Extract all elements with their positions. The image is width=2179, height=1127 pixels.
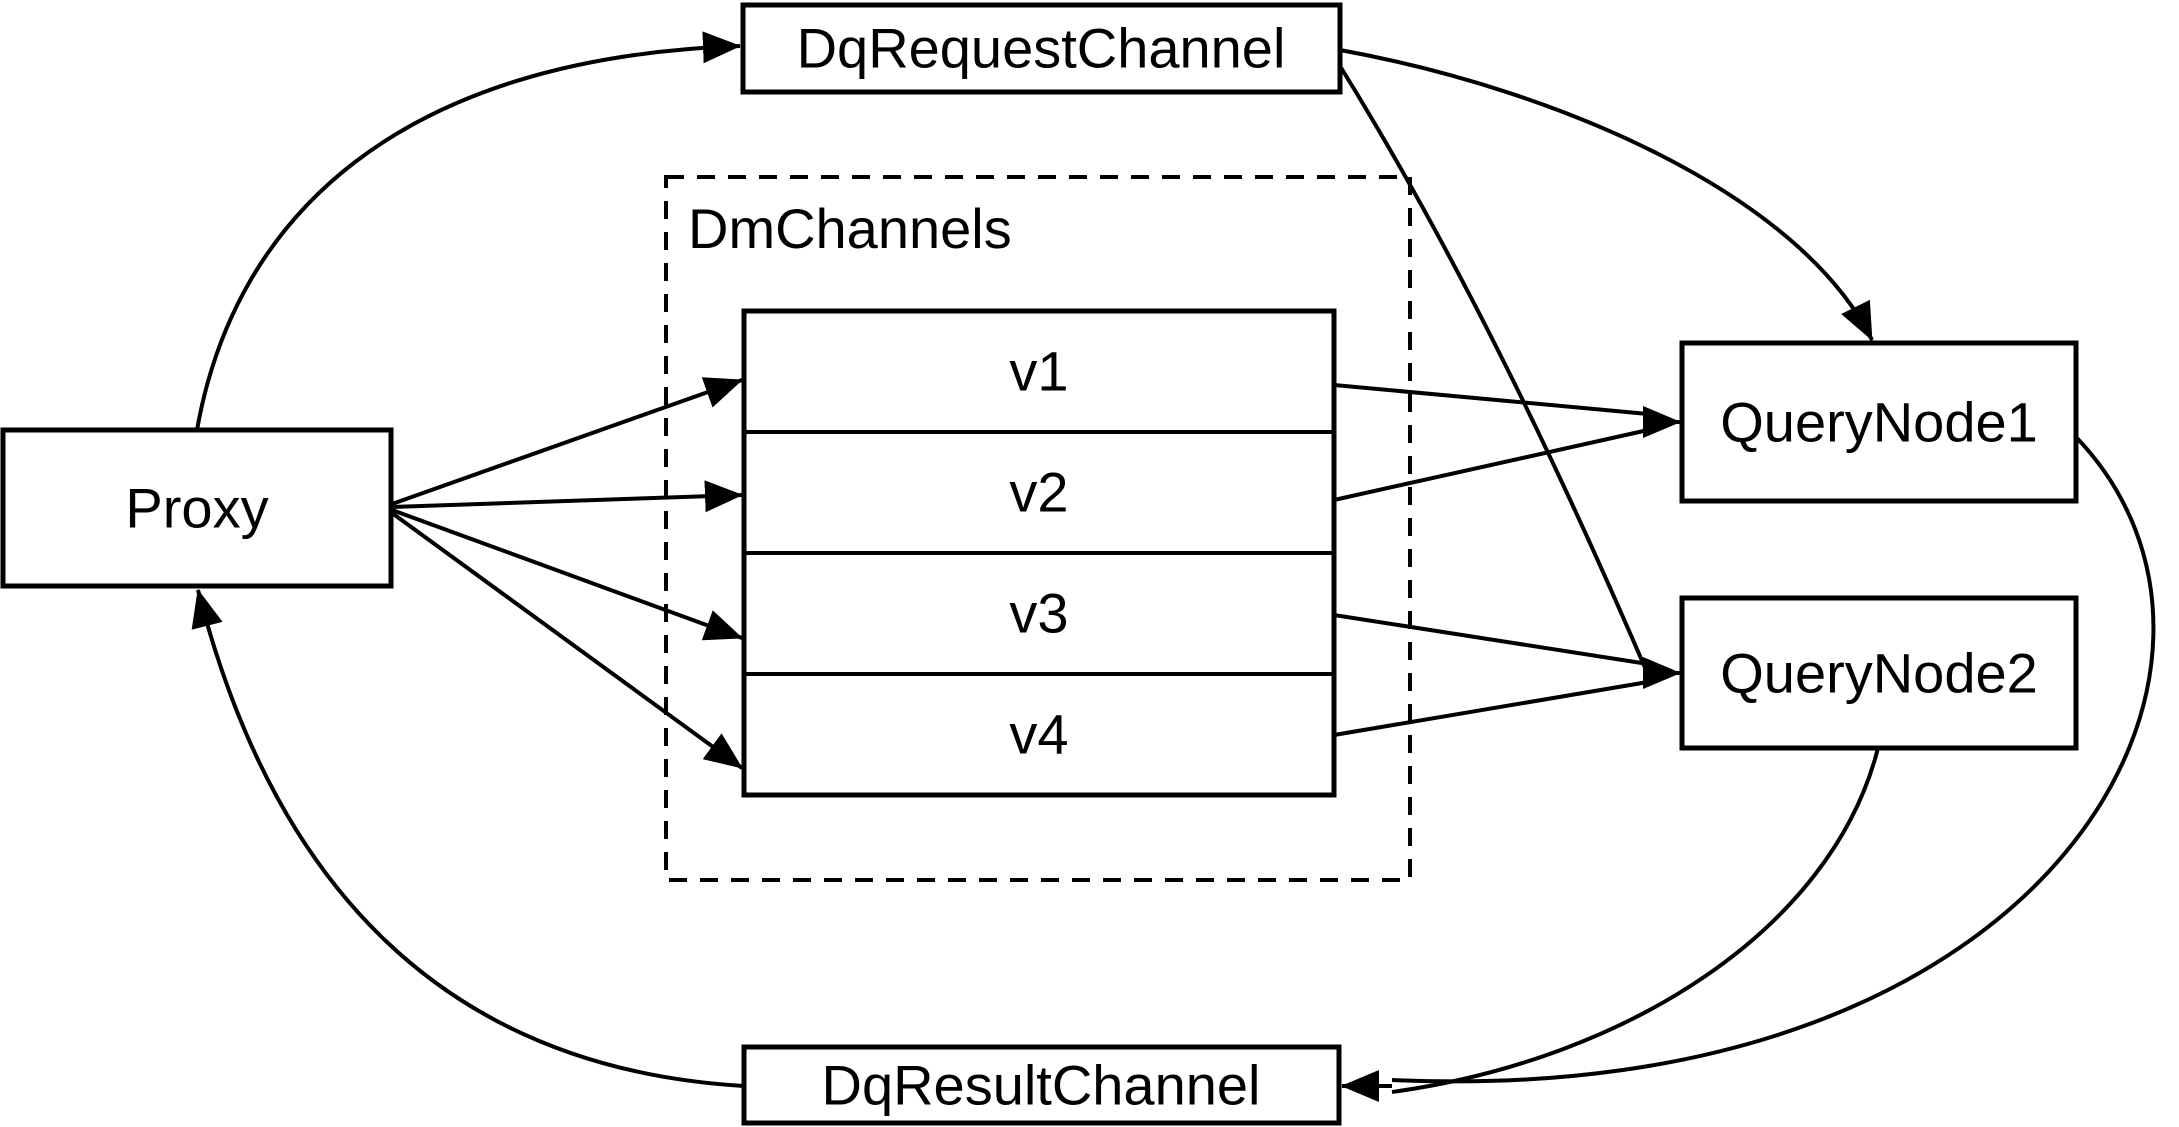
proxy-label: Proxy <box>125 477 268 540</box>
query-node-1-box <box>1679 340 2079 504</box>
query-node-2-label: QueryNode2 <box>1720 642 2038 705</box>
query-node-2-box <box>1679 595 2079 751</box>
dq-request-channel-node: DqRequestChannel <box>740 2 1343 95</box>
edges <box>191 31 2156 1102</box>
proxy-box <box>0 427 394 589</box>
channel-stack: v1 v2 v3 v4 <box>741 308 1337 798</box>
edge-proxy-to-dqrequestchannel <box>195 31 741 431</box>
dq-result-channel-node: DqResultChannel <box>741 1044 1342 1126</box>
edge-proxy-to-v4 <box>390 511 744 770</box>
dm-channels-group-label: DmChannels <box>688 197 1012 260</box>
dq-result-channel-label: DqResultChannel <box>822 1054 1261 1117</box>
edge-proxy-to-v1 <box>391 377 743 506</box>
edge-proxy-to-v2 <box>391 480 743 513</box>
edge-v3-to-querynode2 <box>1333 613 1649 666</box>
edge-v2-to-querynode1 <box>1333 428 1649 502</box>
edge-querynode1-to-dqresultchannel <box>1391 435 2156 1084</box>
edge-proxy-to-v3 <box>391 508 743 641</box>
edge-v4-to-querynode2 <box>1333 680 1649 737</box>
edge-dqresultchannel-to-proxy <box>191 589 745 1088</box>
proxy-node: Proxy <box>0 427 394 589</box>
channel-v4-label: v4 <box>1009 703 1068 766</box>
channel-v2-label: v2 <box>1009 461 1068 524</box>
query-node-1: QueryNode1 <box>1679 340 2079 504</box>
dq-request-channel-box <box>740 2 1343 95</box>
dm-channels-group: DmChannels v1 v2 v3 v4 <box>664 175 1412 882</box>
channel-v3-label: v3 <box>1009 582 1068 645</box>
query-node-1-label: QueryNode1 <box>1720 391 2038 454</box>
channel-v1-label: v1 <box>1009 340 1068 403</box>
query-node-2: QueryNode2 <box>1679 595 2079 751</box>
edge-dqrequestchannel-to-querynode1 <box>1339 48 1874 341</box>
dq-request-channel-label: DqRequestChannel <box>797 17 1286 80</box>
edge-querynode2-to-dqresultchannel <box>1391 747 1880 1094</box>
dq-result-channel-box <box>741 1044 1342 1126</box>
edge-dqrequestchannel-to-querynode2 <box>1338 64 1648 671</box>
edge-v1-to-querynode1 <box>1333 383 1649 416</box>
dm-channels-group-box <box>664 175 1412 882</box>
